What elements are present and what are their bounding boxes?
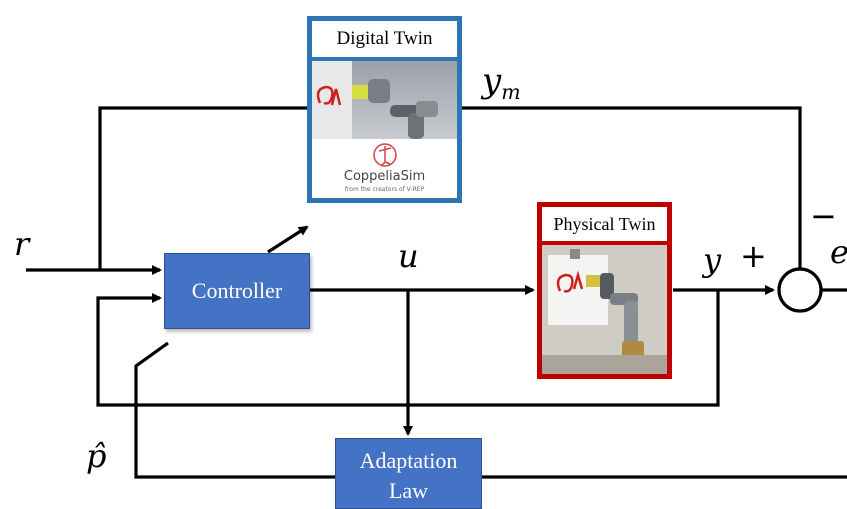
output-symbol: y — [703, 241, 722, 279]
reference-branch-line — [98, 106, 307, 270]
coppeliasim-tagline: from the creators of V-REP — [344, 186, 425, 193]
model-output-subscript: m — [501, 80, 521, 105]
estimate-symbol: p̂ — [86, 437, 107, 475]
estimate-line — [134, 341, 335, 479]
model-output-base: y — [482, 61, 502, 101]
plus-sign: + — [740, 237, 767, 275]
controller-block: Controller — [164, 253, 310, 329]
adjust-arrow — [267, 225, 309, 254]
adaptation-label-line2: Law — [388, 477, 429, 503]
simulated-robot-image — [312, 61, 438, 139]
controller-label: Controller — [191, 277, 283, 303]
digital-twin-box: Digital Twin CoppeliaSim from the creato… — [307, 16, 462, 203]
minus-sign: − — [810, 197, 837, 235]
digital-twin-sim-view — [312, 61, 457, 139]
physical-twin-photo — [542, 245, 667, 374]
physical-robot-image — [542, 245, 667, 374]
physical-twin-box: Physical Twin — [537, 202, 672, 379]
output-feedback-line — [96, 290, 720, 407]
summing-junction — [777, 267, 823, 313]
adaptation-label-line1: Adaptation — [359, 447, 458, 473]
reference-symbol: r — [14, 225, 30, 263]
error-symbol: e — [830, 236, 847, 268]
coppeliasim-logo-panel: CoppeliaSim from the creators of V-REP — [312, 139, 457, 198]
model-output-line — [460, 106, 805, 278]
coppeliasim-dancer-icon — [373, 143, 397, 167]
coppeliasim-wordmark: CoppeliaSim — [343, 169, 426, 184]
adaptation-law-block: Adaptation Law — [335, 438, 482, 509]
control-symbol: u — [398, 237, 419, 275]
model-output-symbol: ym — [482, 64, 521, 103]
digital-twin-title: Digital Twin — [312, 21, 457, 57]
physical-twin-title: Physical Twin — [542, 207, 667, 241]
